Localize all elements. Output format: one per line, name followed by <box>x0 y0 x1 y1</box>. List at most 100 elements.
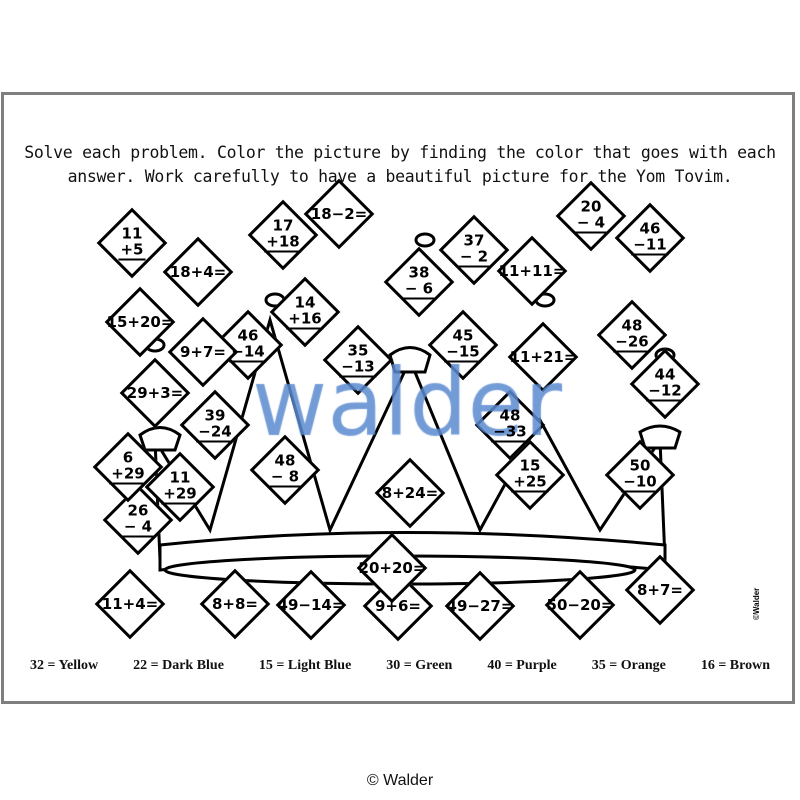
color-key-item: 35 = Orange <box>591 658 666 673</box>
math-problem[interactable]: 15+25 <box>511 456 549 493</box>
math-problem[interactable]: 48−33 <box>491 406 529 443</box>
color-key-item: 15 = Light Blue <box>258 658 352 673</box>
color-key-item: 40 = Purple <box>487 658 557 673</box>
math-problem[interactable]: 11+29 <box>161 470 199 505</box>
problem-text: 9+7= <box>179 343 227 361</box>
problem-bottom-number: − 8 <box>268 467 302 488</box>
problem-text: 18−2= <box>310 205 368 223</box>
problem-text: 9+6= <box>374 597 422 615</box>
math-problem[interactable]: 46−14 <box>229 326 267 363</box>
instructions: Solve each problem. Color the picture by… <box>0 141 800 189</box>
math-problem[interactable]: 44−12 <box>646 365 684 402</box>
problem-text: 15+20= <box>106 313 174 331</box>
problem-bottom-number: − 4 <box>574 213 608 234</box>
problem-bottom-number: −14 <box>229 342 267 363</box>
problem-text: 49−14= <box>277 596 345 614</box>
math-problem[interactable]: 9+7= <box>180 344 226 360</box>
problem-bottom-number: −11 <box>631 235 669 256</box>
problem-text: 29+3= <box>126 384 184 402</box>
math-problem[interactable]: 8+7= <box>637 582 683 598</box>
problem-top-number: 17 <box>272 216 294 235</box>
math-problem[interactable]: 11+11= <box>499 263 566 279</box>
math-problem[interactable]: 37− 2 <box>457 231 491 268</box>
problem-text: 50−20= <box>546 596 614 614</box>
problem-top-number: 46 <box>237 326 259 345</box>
color-key-item: 32 = Yellow <box>30 658 99 673</box>
color-key-item: 16 = Brown <box>700 658 770 673</box>
problem-top-number: 48 <box>499 406 521 425</box>
math-problem[interactable]: 48−26 <box>613 316 651 353</box>
math-problem[interactable]: 50−10 <box>621 456 659 493</box>
math-problem[interactable]: 39−24 <box>196 406 234 443</box>
side-credit: ©Walder <box>752 587 761 620</box>
problem-top-number: 20 <box>580 197 602 216</box>
problem-top-number: 6 <box>122 448 134 467</box>
problem-bottom-number: +18 <box>264 232 302 253</box>
math-problem[interactable]: 8+8= <box>212 596 258 612</box>
problem-text: 8+7= <box>636 581 684 599</box>
math-problem[interactable]: 8+24= <box>382 485 438 501</box>
math-problem[interactable]: 11+4= <box>102 596 158 612</box>
math-problem[interactable]: 17+18 <box>264 216 302 253</box>
problem-bottom-number: − 4 <box>121 517 155 538</box>
problem-top-number: 15 <box>519 456 541 475</box>
problem-bottom-number: +5 <box>118 240 146 261</box>
math-problem[interactable]: 46−11 <box>631 219 669 256</box>
math-problem[interactable]: 35−13 <box>339 343 377 378</box>
math-problem[interactable]: 14+16 <box>286 293 324 330</box>
problem-bottom-number: −26 <box>613 332 651 353</box>
problem-text: 11+4= <box>101 595 159 613</box>
math-problem[interactable]: 26− 4 <box>121 501 155 538</box>
problem-top-number: 45 <box>452 326 474 345</box>
math-problem[interactable]: 18−2= <box>311 206 367 222</box>
math-problem[interactable]: 49−27= <box>447 598 514 614</box>
problem-bottom-number: +29 <box>161 484 199 505</box>
math-problem[interactable]: 9+6= <box>375 598 421 614</box>
math-problem[interactable]: 49−14= <box>278 597 345 613</box>
problem-bottom-number: − 6 <box>402 279 436 300</box>
problem-bottom-number: −12 <box>646 381 684 402</box>
problem-bottom-number: −24 <box>196 422 234 443</box>
math-problem[interactable]: 11+5 <box>118 224 146 261</box>
problem-bottom-number: +25 <box>511 472 549 493</box>
problem-bottom-number: −10 <box>621 472 659 493</box>
math-problem[interactable]: 45−15 <box>444 326 482 363</box>
problem-text: 8+8= <box>211 595 259 613</box>
color-key-item: 30 = Green <box>386 658 453 673</box>
math-problem[interactable]: 20+20= <box>359 560 426 576</box>
color-key-item: 22 = Dark Blue <box>133 658 224 673</box>
problem-text: 18+4= <box>169 263 227 281</box>
problem-text: 11+11= <box>498 262 566 280</box>
math-problem[interactable]: 20− 4 <box>574 197 608 234</box>
problem-top-number: 46 <box>639 219 661 238</box>
problem-top-number: 39 <box>204 406 226 425</box>
math-problem[interactable]: 11+21= <box>510 349 577 365</box>
math-problem[interactable]: 29+3= <box>127 385 183 401</box>
problem-bottom-number: +16 <box>286 309 324 330</box>
color-key: 32 = Yellow 22 = Dark Blue 15 = Light Bl… <box>30 658 770 674</box>
math-problem[interactable]: 15+20= <box>107 314 174 330</box>
problem-bottom-number: −15 <box>444 342 482 363</box>
problem-top-number: 44 <box>654 365 676 384</box>
problem-top-number: 48 <box>274 451 296 470</box>
problem-bottom-number: − 2 <box>457 247 491 268</box>
math-problem[interactable]: 38− 6 <box>402 265 436 300</box>
math-problem[interactable]: 48− 8 <box>268 451 302 488</box>
problem-top-number: 14 <box>294 293 316 312</box>
problem-text: 20+20= <box>358 559 426 577</box>
problem-text: 11+21= <box>509 348 577 366</box>
instructions-line-1: Solve each problem. Color the picture by… <box>24 143 776 162</box>
problem-top-number: 26 <box>127 501 149 520</box>
problem-text: 8+24= <box>381 484 439 502</box>
problem-top-number: 37 <box>463 231 485 250</box>
problem-bottom-number: +29 <box>109 464 147 485</box>
problem-top-number: 50 <box>629 456 651 475</box>
footer-copyright: © Walder <box>366 772 434 789</box>
problem-top-number: 11 <box>121 224 143 243</box>
math-problem[interactable]: 50−20= <box>547 597 614 613</box>
instructions-line-2: answer. Work carefully to have a beautif… <box>67 167 733 186</box>
math-problem[interactable]: 6+29 <box>109 448 147 485</box>
problem-top-number: 48 <box>621 316 643 335</box>
math-problem[interactable]: 18+4= <box>170 264 226 280</box>
problem-bottom-number: −13 <box>339 357 377 378</box>
